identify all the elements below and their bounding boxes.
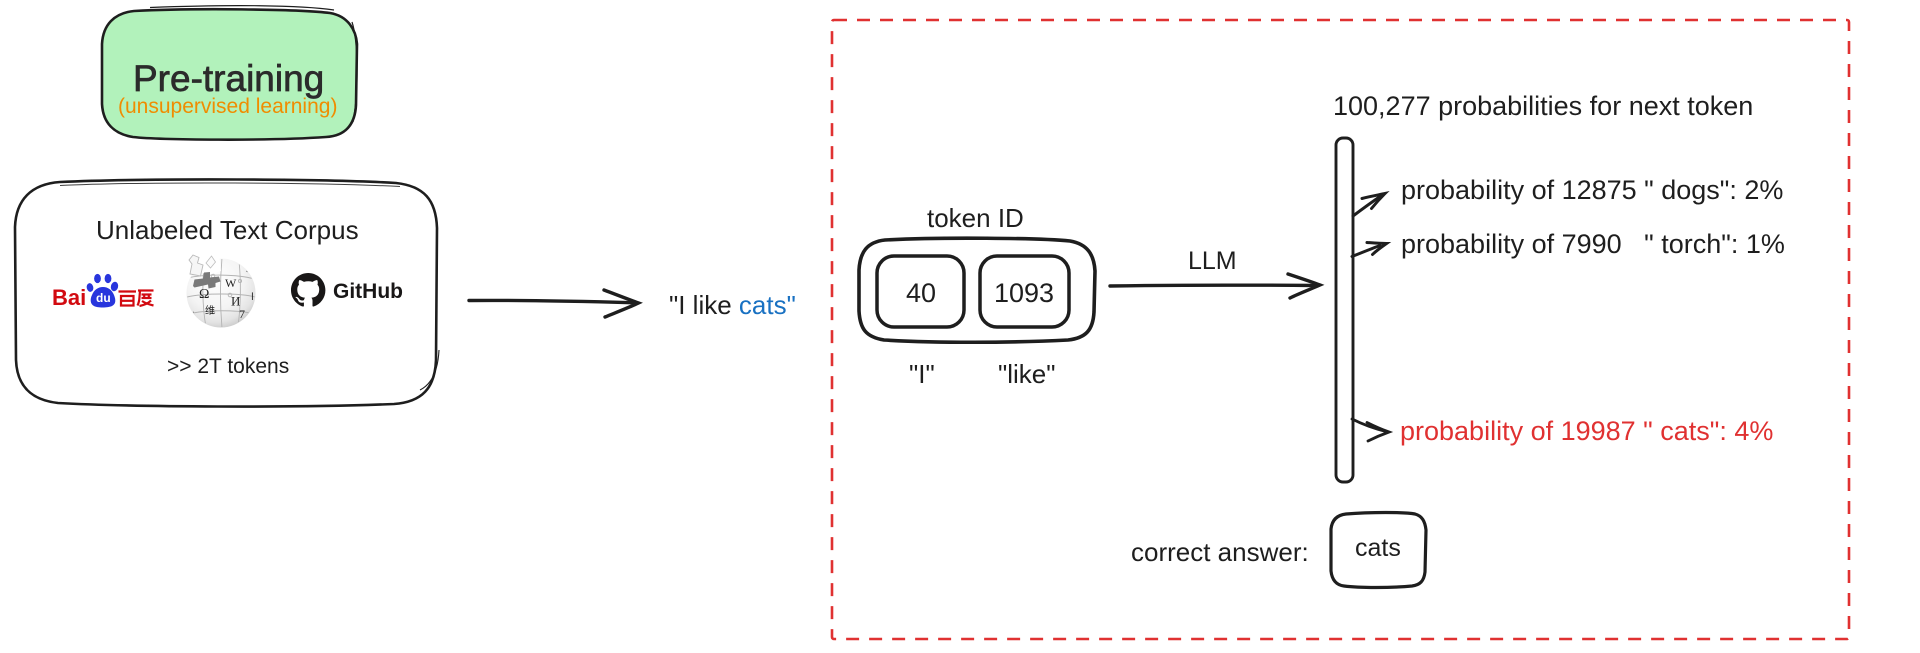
svg-text:ا: ا [251,292,254,303]
svg-text:维: 维 [205,304,215,317]
svg-text:Ω: Ω [199,287,209,302]
svg-text:7: 7 [239,307,245,321]
svg-text:τ: τ [182,262,191,274]
svg-text:W: W [225,276,237,290]
svg-text:И: И [231,294,240,309]
